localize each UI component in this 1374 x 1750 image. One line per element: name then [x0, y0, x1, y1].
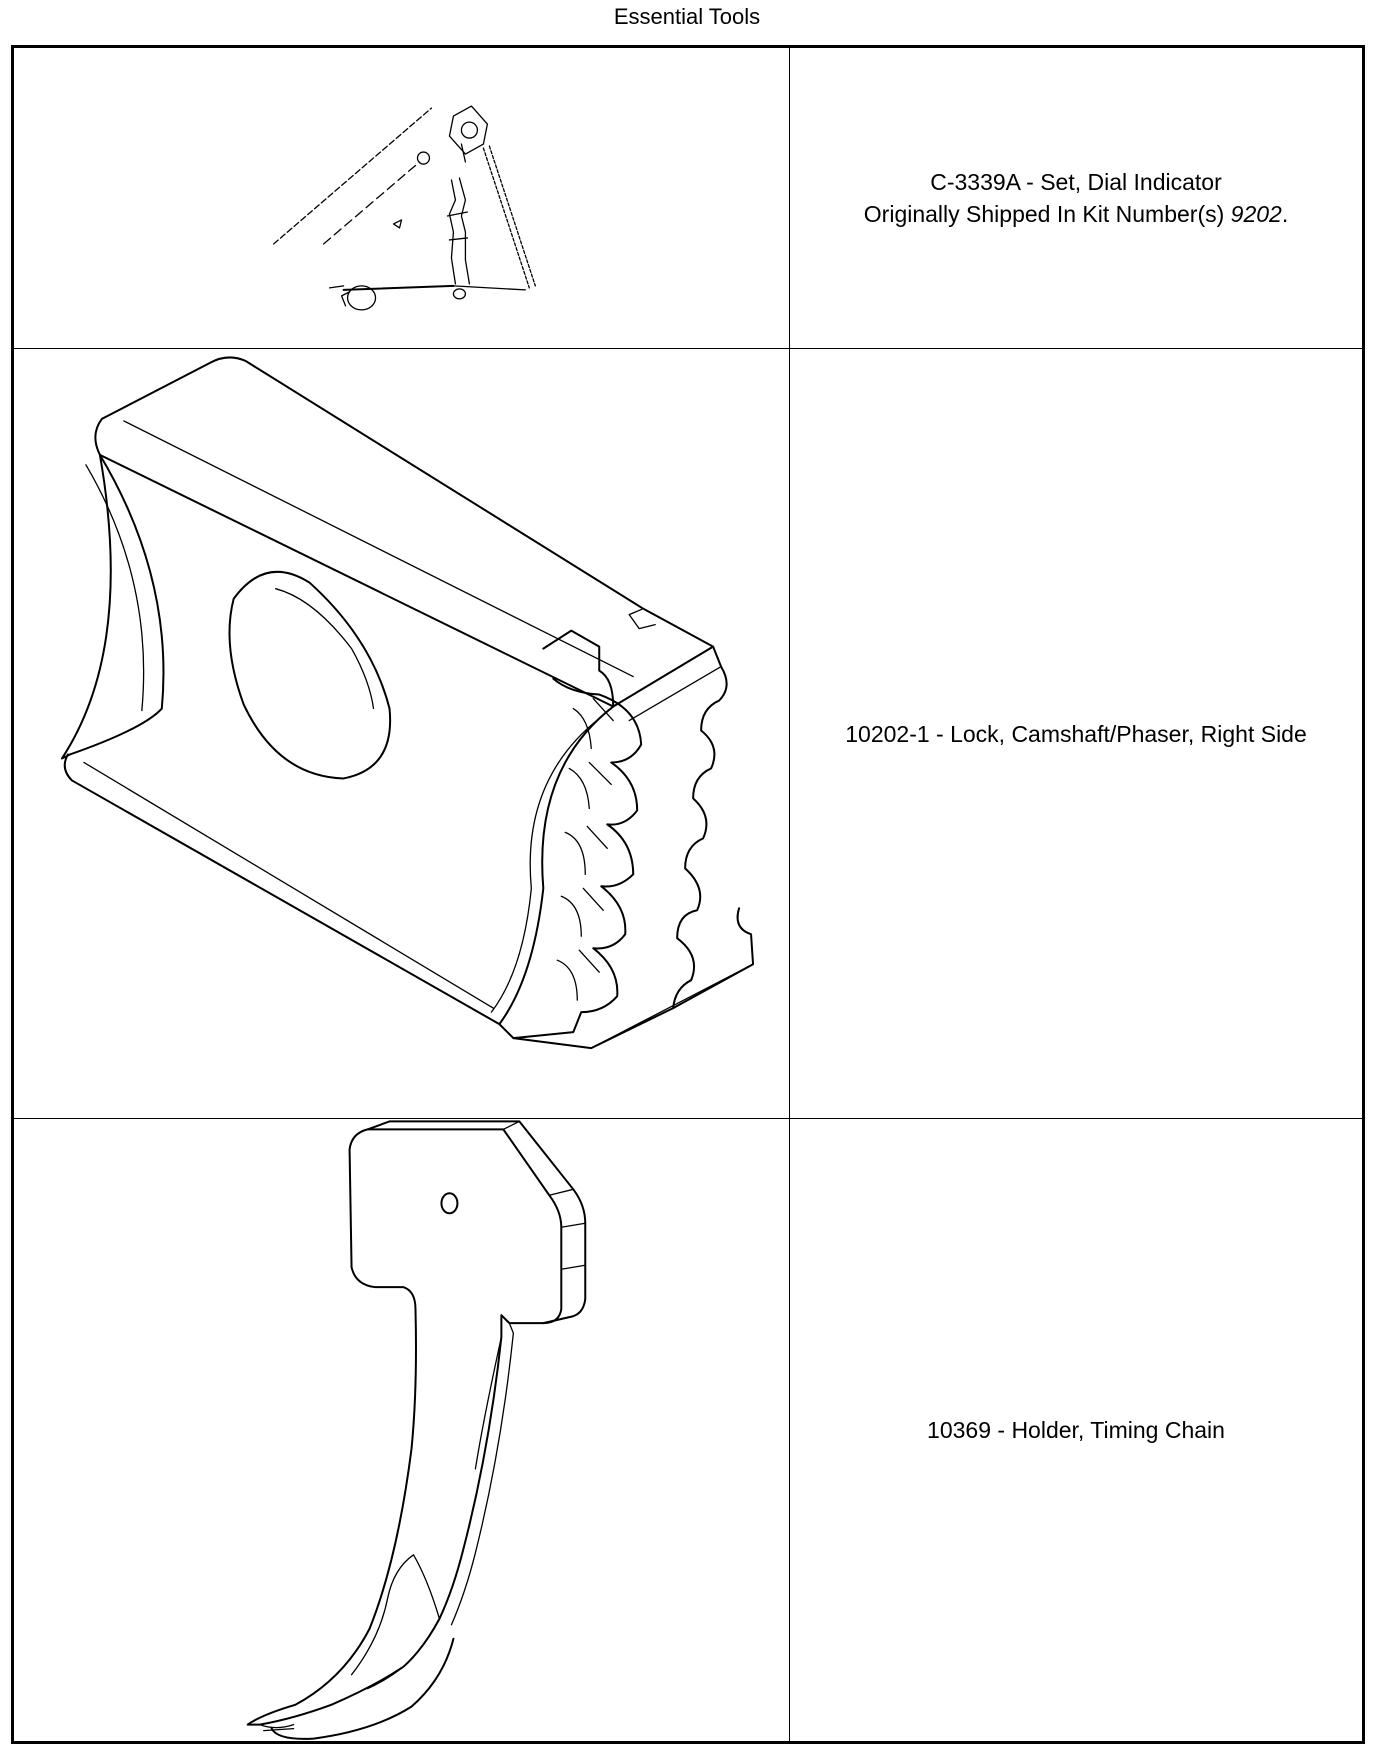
tool-row: 10202-1 - Lock, Camshaft/Phaser, Right S…: [14, 349, 1362, 1119]
page-title: Essential Tools: [613, 4, 761, 29]
kit-number: 9202: [1230, 201, 1282, 227]
tool-description: 10202-1 - Lock, Camshaft/Phaser, Right S…: [790, 349, 1362, 1118]
kit-prefix: Originally Shipped In Kit Number(s): [863, 201, 1231, 227]
tool-row: C-3339A - Set, Dial Indicator Originally…: [14, 48, 1362, 349]
tool-image-cell: [14, 349, 790, 1118]
tool-row: 10369 - Holder, Timing Chain: [14, 1119, 1362, 1741]
tools-table: C-3339A - Set, Dial Indicator Originally…: [11, 45, 1365, 1744]
tool-name: 10369 - Holder, Timing Chain: [927, 1417, 1225, 1443]
kit-suffix: .: [1281, 201, 1289, 227]
tool-image-cell: [14, 1119, 790, 1741]
tool-description: C-3339A - Set, Dial Indicator Originally…: [790, 48, 1362, 348]
tool-description: 10369 - Holder, Timing Chain: [790, 1119, 1362, 1741]
tool-image-cell: [14, 48, 790, 348]
tool-name: C-3339A - Set, Dial Indicator: [930, 169, 1222, 195]
camshaft-phaser-lock-icon: [60, 356, 755, 1050]
kit-line: Originally Shipped In Kit Number(s) 9202…: [864, 198, 1288, 230]
timing-chain-holder-icon: [246, 1120, 587, 1740]
dial-indicator-set-icon: [273, 105, 536, 311]
tool-name: 10202-1 - Lock, Camshaft/Phaser, Right S…: [845, 720, 1307, 747]
